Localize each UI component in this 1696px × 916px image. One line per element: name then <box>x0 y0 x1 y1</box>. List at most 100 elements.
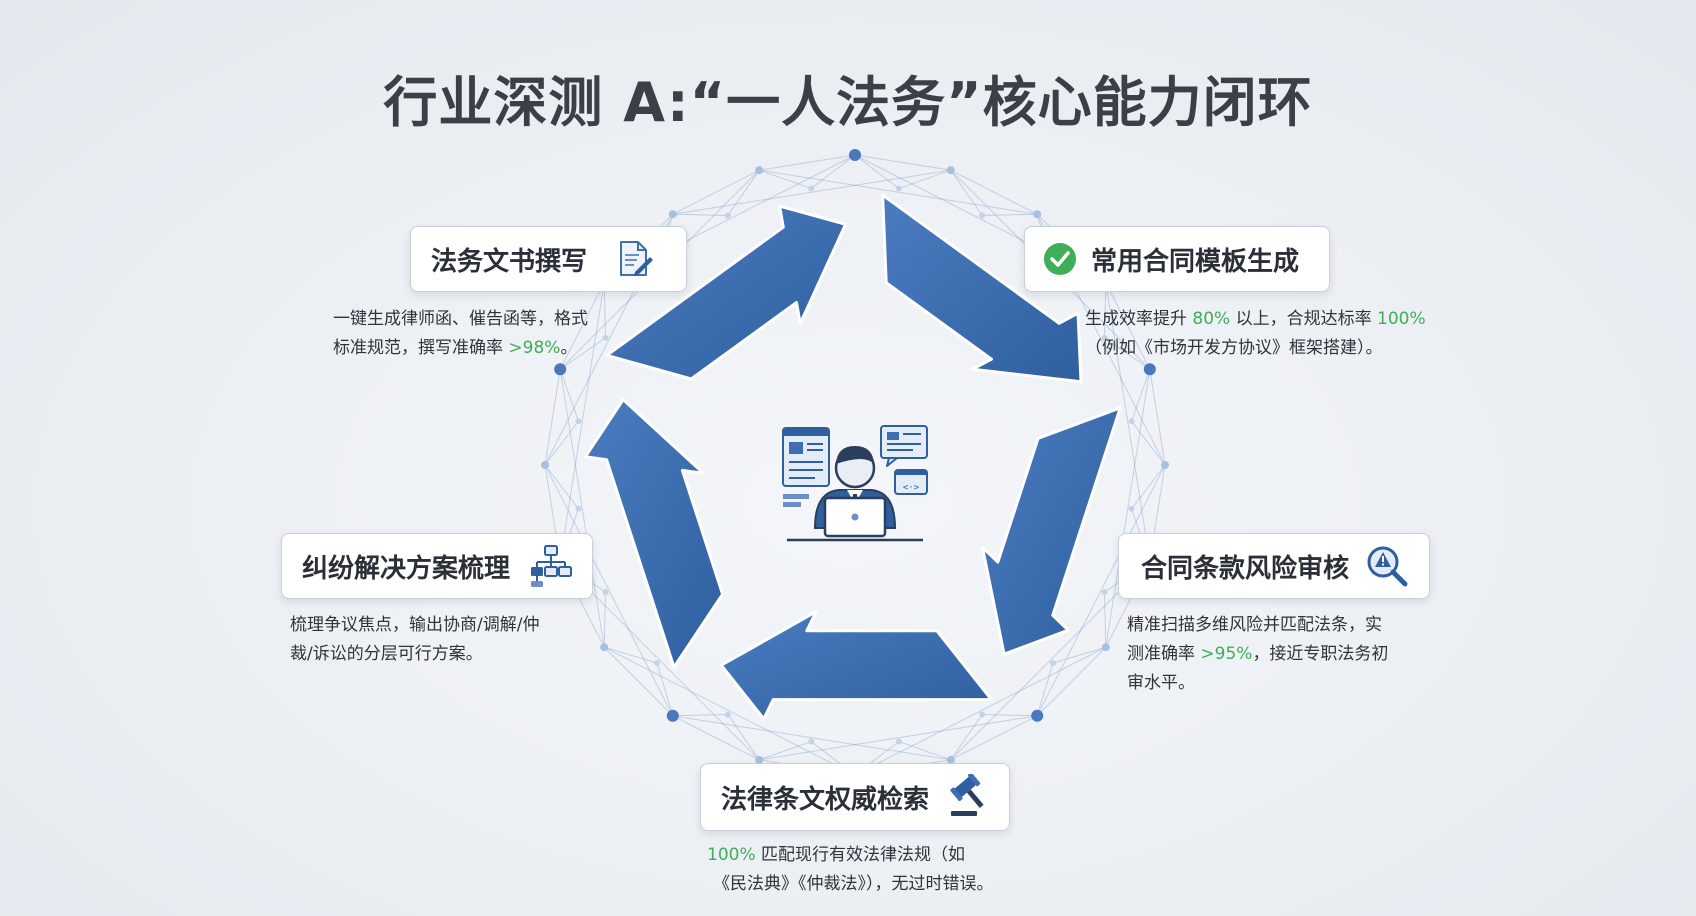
svg-text:<·>: <·> <box>903 483 920 493</box>
network-node <box>724 212 731 219</box>
network-node <box>808 185 815 192</box>
network-link <box>544 464 674 717</box>
network-node <box>1143 363 1156 376</box>
page-title: 行业深测 A:“一人法务”核心能力闭环 <box>383 71 1313 134</box>
network-node <box>602 334 609 341</box>
network-node <box>755 755 764 764</box>
card-risk-review: 合同条款风险审核 <box>1118 533 1430 599</box>
network-link <box>1105 369 1151 648</box>
network-link <box>1052 646 1106 664</box>
card-title: 法律条文权威检索 <box>721 784 930 815</box>
network-link <box>1131 369 1151 422</box>
network-link <box>1036 464 1166 717</box>
network-link <box>950 560 1151 761</box>
cycle-arrow <box>605 204 848 381</box>
desc-line: 生成效率提升 80% 以上，合规达标率 100% <box>1085 309 1426 329</box>
desc-law-search: 100% 匹配现行有效法律法规（如 《民法典》《仲裁法》），无过时错误。 <box>707 841 994 899</box>
network-link <box>1104 337 1151 370</box>
network-link <box>759 741 812 761</box>
network-node <box>1101 589 1108 596</box>
network-link <box>1131 420 1166 466</box>
network-link <box>604 646 658 664</box>
network-link <box>810 154 856 189</box>
check-circle-icon <box>1043 242 1077 276</box>
card-law-search: 法律条文权威检索 <box>700 763 1010 831</box>
network-node <box>1128 505 1135 512</box>
network-link <box>672 213 728 217</box>
card-title: 常用合同模板生成 <box>1091 246 1300 277</box>
card-title: 合同条款风险审核 <box>1141 553 1350 584</box>
network-link <box>898 741 951 761</box>
network-link <box>559 369 579 422</box>
network-link <box>759 715 1038 761</box>
network-link <box>672 715 760 761</box>
network-node <box>724 711 731 718</box>
cycle-arrow <box>881 193 1083 384</box>
network-node <box>575 418 582 425</box>
cycle-arrow <box>583 398 725 669</box>
desc-line: 《民法典》《仲裁法》），无过时错误。 <box>713 874 994 894</box>
network-link <box>1149 369 1166 466</box>
desc-line: 裁/诉讼的分层可行方案。 <box>290 644 483 664</box>
network-node <box>979 212 986 219</box>
desc-line: 100% 匹配现行有效法律法规（如 <box>707 845 966 865</box>
desc-line: （例如《市场开发方协议》框架搭建）。 <box>1085 338 1383 358</box>
network-node <box>554 363 567 376</box>
desc-line: 一键生成律师函、催告函等，格式 <box>333 309 588 329</box>
desc-contract-templates: 生成效率提升 80% 以上，合规达标率 100% （例如《市场开发方协议》框架搭… <box>1085 305 1426 363</box>
network-node <box>849 149 861 161</box>
cycle-arrows <box>583 193 1122 721</box>
desc-line: 测准确率 >95%，接近专职法务初 <box>1127 644 1389 664</box>
network-link <box>672 715 951 761</box>
network-link <box>950 715 1038 761</box>
network-node <box>668 210 677 219</box>
network-node <box>602 589 609 596</box>
network-link <box>672 169 760 215</box>
network-link <box>672 713 728 717</box>
network-link <box>672 169 951 215</box>
desc-dispute-plan: 梳理争议焦点，输出协商/调解/仲 裁/诉讼的分层可行方案。 <box>290 611 539 669</box>
network-link <box>950 714 983 761</box>
network-link <box>1036 646 1107 717</box>
network-link <box>898 169 951 189</box>
network-link <box>544 464 579 510</box>
network-node <box>946 755 955 764</box>
network-node <box>666 709 679 722</box>
network-link <box>559 337 606 370</box>
cycle-arrow <box>719 610 993 721</box>
network-link <box>854 646 1107 776</box>
network-link <box>559 560 760 761</box>
document-pen-icon <box>615 239 655 279</box>
network-node <box>1049 659 1056 666</box>
network-link <box>950 169 983 216</box>
network-node <box>979 711 986 718</box>
network-link <box>1036 662 1054 716</box>
network-node <box>1161 461 1169 469</box>
network-link <box>603 592 607 648</box>
network-link <box>656 662 674 716</box>
network-link <box>559 282 605 561</box>
desc-legal-docs: 一键生成律师函、催告函等，格式 标准规范，撰写准确率 >98%。 <box>333 305 588 363</box>
network-link <box>854 154 900 189</box>
network-link <box>603 646 674 717</box>
card-title: 纠纷解决方案梳理 <box>302 553 511 584</box>
network-node <box>1033 210 1042 219</box>
network-link <box>544 420 579 466</box>
network-node <box>808 738 815 745</box>
network-node <box>1101 643 1110 652</box>
network-node <box>755 166 764 175</box>
network-link <box>1131 464 1166 510</box>
network-link <box>727 714 760 761</box>
network-link <box>727 169 760 216</box>
network-node <box>895 185 902 192</box>
desc-line: 审水平。 <box>1127 673 1195 693</box>
network-link <box>544 369 561 466</box>
network-link <box>1105 282 1151 370</box>
network-link <box>1105 282 1151 561</box>
network-link <box>950 169 1038 215</box>
network-node <box>895 738 902 745</box>
desc-line: 梳理争议焦点，输出协商/调解/仲 <box>290 615 540 635</box>
warning-magnifier-icon <box>1365 544 1409 588</box>
network-node <box>1128 418 1135 425</box>
